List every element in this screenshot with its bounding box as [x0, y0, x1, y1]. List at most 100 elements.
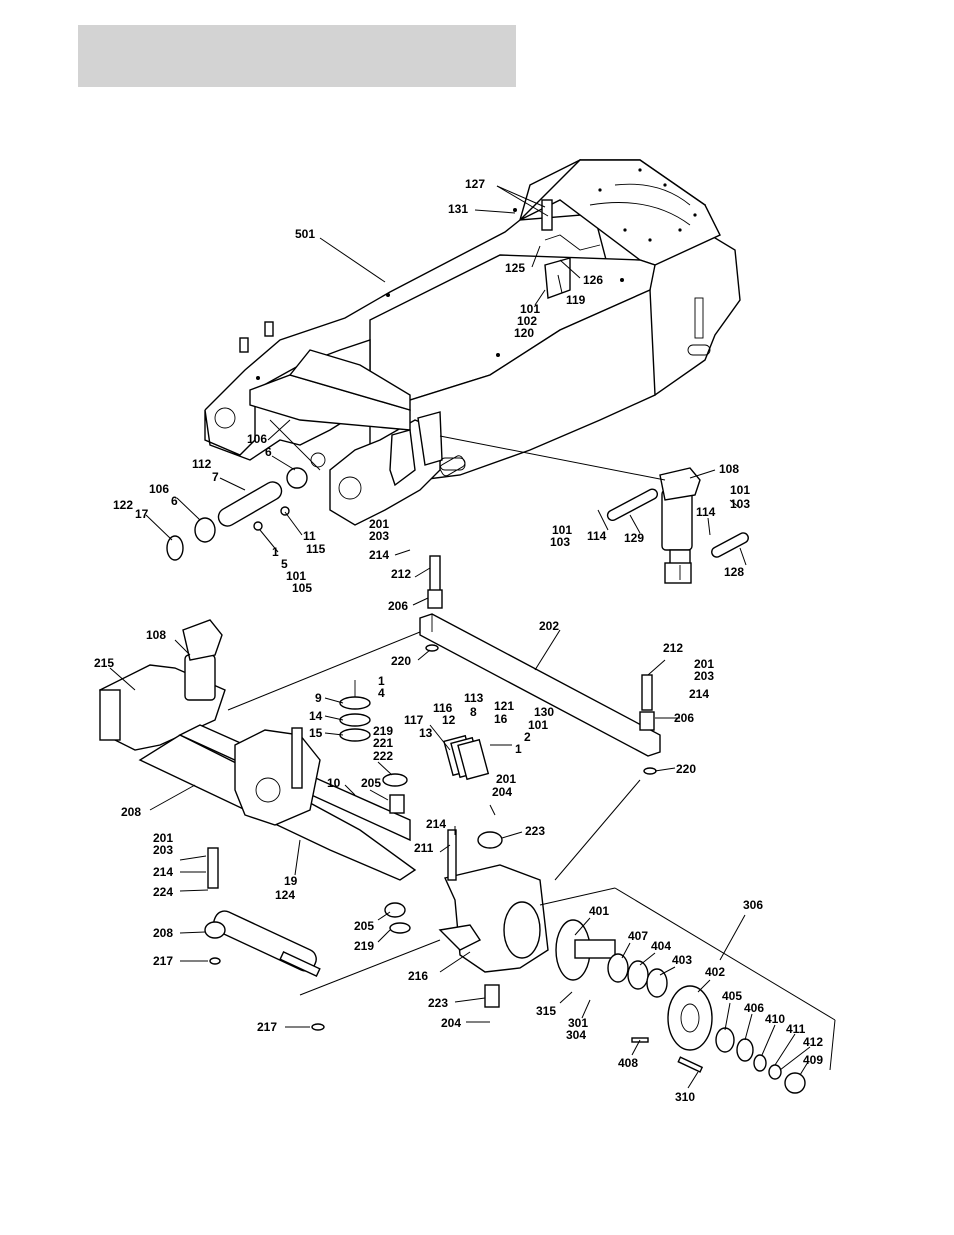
callout-201c: 201 [496, 772, 516, 786]
callout-315: 315 [536, 1004, 556, 1018]
callout-108: 108 [719, 462, 739, 476]
callout-403: 403 [672, 953, 692, 967]
callout-5: 5 [281, 557, 288, 571]
callout-203: 203 [369, 529, 389, 543]
callout-119: 119 [566, 293, 586, 307]
callout-220b: 220 [676, 762, 696, 776]
callout-101c: 101 [730, 483, 750, 497]
axle-beam [419, 555, 661, 775]
callout-221: 221 [373, 736, 393, 750]
callout-402: 402 [705, 965, 725, 979]
callout-304: 304 [566, 1028, 586, 1042]
callout-214d: 214 [153, 865, 173, 879]
header-bar [78, 25, 516, 87]
callout-407: 407 [628, 929, 648, 943]
callout-223b: 223 [428, 996, 448, 1010]
callout-219: 219 [373, 724, 393, 738]
callout-211: 211 [414, 841, 434, 855]
callout-14: 14 [309, 709, 323, 723]
callout-112: 112 [192, 457, 212, 471]
callout-201d: 201 [153, 831, 173, 845]
steering-cylinder-right [659, 467, 701, 584]
callout-212b: 212 [663, 641, 683, 655]
callout-13: 13 [419, 726, 433, 740]
callout-408: 408 [618, 1056, 638, 1070]
callout-214b: 214 [689, 687, 709, 701]
hub-assembly [555, 919, 806, 1094]
callout-223: 223 [525, 824, 545, 838]
callout-409: 409 [803, 1053, 823, 1067]
callout-102: 102 [517, 314, 537, 328]
callout-130: 130 [534, 705, 554, 719]
callout-203b: 203 [694, 669, 714, 683]
callout-17: 17 [135, 507, 149, 521]
callout-1c: 1 [515, 742, 522, 756]
callout-205: 205 [361, 776, 381, 790]
callout-1b: 1 [378, 674, 385, 688]
callout-131: 131 [448, 202, 468, 216]
callout-6: 6 [265, 445, 272, 459]
callout-212: 212 [391, 567, 411, 581]
callout-15: 15 [309, 726, 323, 740]
callout-1: 1 [272, 545, 279, 559]
callout-214c: 214 [426, 817, 446, 831]
callout-201b: 201 [694, 657, 714, 671]
callout-217: 217 [153, 954, 173, 968]
callout-11: 11 [303, 529, 316, 543]
callout-205b: 205 [354, 919, 374, 933]
callout-121: 121 [494, 699, 514, 713]
callout-125: 125 [505, 261, 525, 275]
callout-101: 101 [520, 302, 540, 316]
callout-219b: 219 [354, 939, 374, 953]
callout-113: 113 [464, 691, 484, 705]
callout-6b: 6 [171, 494, 178, 508]
callout-206: 206 [388, 599, 408, 613]
callout-2: 2 [524, 730, 531, 744]
callout-4: 4 [378, 686, 385, 700]
callout-412: 412 [803, 1035, 823, 1049]
callout-127: 127 [465, 177, 485, 191]
callout-220: 220 [391, 654, 411, 668]
callout-310: 310 [675, 1090, 695, 1104]
callout-116: 116 [433, 701, 453, 715]
callout-16: 16 [494, 712, 508, 726]
callout-124: 124 [275, 888, 295, 902]
callout-406: 406 [744, 1001, 764, 1015]
callout-8: 8 [470, 705, 477, 719]
steering-knuckle [438, 829, 549, 1008]
callout-120: 120 [514, 326, 534, 340]
callout-114: 114 [696, 505, 716, 519]
callout-117: 117 [404, 713, 424, 727]
callout-216: 216 [408, 969, 428, 983]
callout-12: 12 [442, 713, 456, 727]
callout-222: 222 [373, 749, 393, 763]
callout-214: 214 [369, 548, 389, 562]
callout-9: 9 [315, 691, 322, 705]
axle-assembly-left [99, 619, 490, 1031]
callout-404: 404 [651, 939, 671, 953]
callout-301: 301 [568, 1016, 588, 1030]
callout-7: 7 [212, 470, 219, 484]
bolt-ring [598, 168, 697, 242]
main-frame [204, 158, 741, 526]
callout-122: 122 [113, 498, 133, 512]
callout-405: 405 [722, 989, 742, 1003]
leader-lines [109, 185, 836, 1089]
callout-labels: 127 131 501 125 126 119 101 102 120 106 … [94, 177, 823, 1104]
callout-217b: 217 [257, 1020, 277, 1034]
callout-129: 129 [624, 531, 644, 545]
callout-114b: 114 [587, 529, 607, 543]
callout-201: 201 [369, 517, 389, 531]
callout-208b: 208 [153, 926, 173, 940]
callout-101b: 101 [286, 569, 306, 583]
callout-202: 202 [539, 619, 559, 633]
callout-208: 208 [121, 805, 141, 819]
callout-204: 204 [492, 785, 512, 799]
callout-126: 126 [583, 273, 603, 287]
callout-106b: 106 [149, 482, 169, 496]
callout-501: 501 [295, 227, 315, 241]
callout-203c: 203 [153, 843, 173, 857]
callout-19: 19 [284, 874, 298, 888]
callout-215: 215 [94, 656, 114, 670]
